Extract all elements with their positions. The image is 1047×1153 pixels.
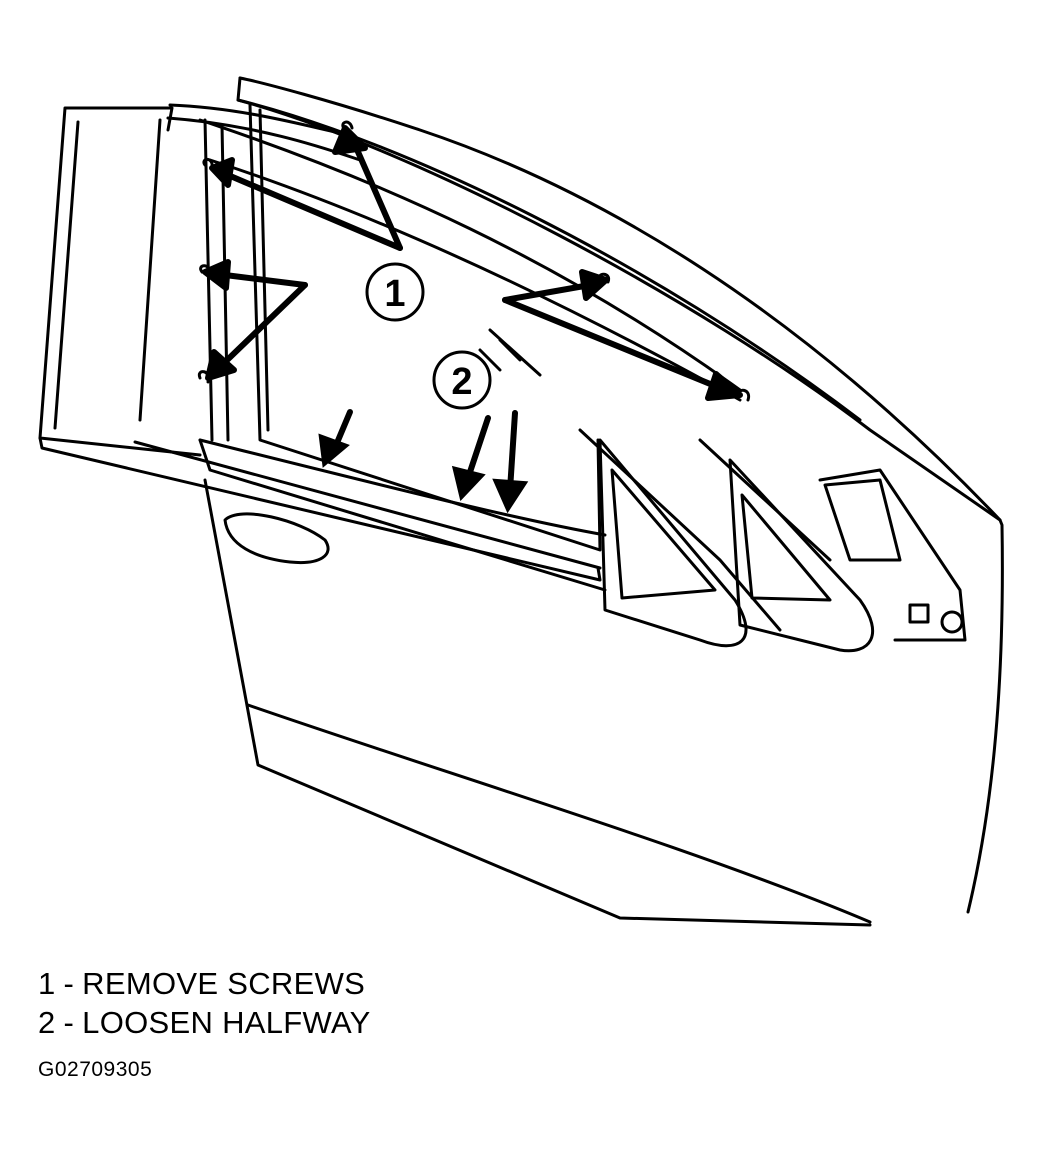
vent-window-3 xyxy=(823,478,902,562)
glass-top-channel xyxy=(166,103,362,162)
inner-frame-front xyxy=(578,428,967,642)
vent-window-2 xyxy=(728,458,874,653)
callout-1: 1 xyxy=(365,262,425,322)
inner-frame xyxy=(248,103,602,552)
arrow-2c xyxy=(507,410,518,493)
belt-molding xyxy=(38,436,602,582)
arrow-1d-head xyxy=(205,349,237,381)
callout-2-number: 2 xyxy=(451,361,472,403)
arrow-2a-head xyxy=(318,433,350,468)
belt-molding-inner xyxy=(198,438,607,592)
arrow-1a-head xyxy=(332,125,368,155)
vent-window-2-inner xyxy=(740,493,832,602)
arrow-1c xyxy=(222,272,308,288)
arrow-1f xyxy=(502,297,723,391)
arrow-1b xyxy=(225,172,403,251)
glass-run-channel xyxy=(198,118,742,402)
arrow-2b-head xyxy=(451,465,486,502)
arrow-1b-head xyxy=(209,157,235,188)
arrow-1a xyxy=(352,142,403,251)
door-top-edge xyxy=(238,76,1002,522)
vent-window-1-inner xyxy=(610,468,717,600)
arrow-2b xyxy=(465,415,491,481)
arrow-1f-head xyxy=(705,371,743,401)
arrow-1d xyxy=(219,282,308,368)
glass-bottom-sash xyxy=(198,438,607,537)
front-bracket-hole xyxy=(940,610,964,634)
figure-id: G02709305 xyxy=(38,1058,153,1081)
callout-2: 2 xyxy=(432,350,492,410)
door-outline xyxy=(203,76,1004,927)
glass-reflection xyxy=(478,328,542,377)
legend-1-text: REMOVE SCREWS xyxy=(82,966,366,1001)
door-inner-top-edge xyxy=(236,98,862,422)
arrow-1c-head xyxy=(202,259,231,291)
legend-2-separator: - xyxy=(63,1005,75,1040)
legend-1-separator: - xyxy=(63,966,75,1001)
door-handle-recess xyxy=(223,512,330,565)
legend-2-number: 2 xyxy=(38,1005,56,1040)
arrow-1e xyxy=(502,282,593,303)
window-glass-outer xyxy=(38,106,202,457)
front-bracket-holes xyxy=(908,603,930,624)
legend-item-2: 2-LOOSEN HALFWAY xyxy=(38,1005,371,1041)
door-glass-diagram: 1 2 xyxy=(38,76,1004,927)
door-lower-crease xyxy=(246,703,872,924)
legend-2-text: LOOSEN HALFWAY xyxy=(82,1005,371,1040)
legend-1-number: 1 xyxy=(38,966,56,1001)
legend-item-1: 1-REMOVE SCREWS xyxy=(38,966,365,1002)
window-glass-edge xyxy=(53,118,162,430)
arrow-1e-head xyxy=(579,269,609,301)
arrow-2c-head xyxy=(492,478,529,514)
callout-1-number: 1 xyxy=(384,273,405,315)
